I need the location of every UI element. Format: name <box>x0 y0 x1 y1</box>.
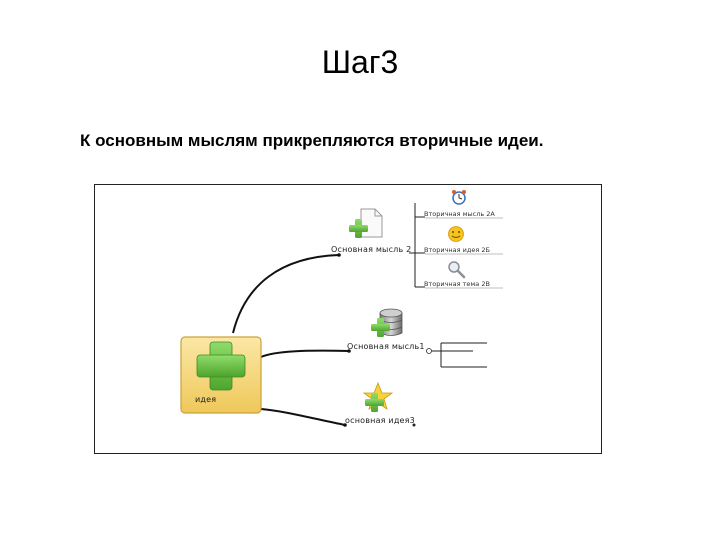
branch-line-2 <box>232 254 340 334</box>
plus-icon <box>349 219 368 238</box>
branch-line-1 <box>260 349 350 358</box>
plus-icon <box>371 318 390 337</box>
magnifier-icon <box>448 261 466 279</box>
mindmap-canvas <box>180 190 503 427</box>
main-thought-3-label[interactable]: основная идея3 <box>345 416 415 425</box>
secondary-idea-2b[interactable]: Вторичная идея 2Б <box>424 246 490 254</box>
branch-dot-3 <box>343 423 347 427</box>
document-icon <box>360 208 383 238</box>
mindmap-frame: идея Основная мысль 2 Основная мысль1 ос… <box>94 184 602 454</box>
branch-dot-2 <box>337 253 341 257</box>
plus-icon <box>196 341 246 391</box>
smiley-icon <box>448 226 464 242</box>
central-node[interactable] <box>180 336 262 414</box>
central-label[interactable]: идея <box>195 395 217 404</box>
branch-line-3 <box>260 408 346 426</box>
tree-connector <box>432 342 487 368</box>
node-connector <box>412 423 416 427</box>
slide-title: Шаг3 <box>321 44 399 80</box>
main-thought-1-label[interactable]: Основная мысль1 <box>347 342 425 351</box>
clock-icon <box>452 190 466 205</box>
branch-dot-1 <box>347 349 351 353</box>
plus-icon <box>365 393 384 412</box>
main-thought-2-label[interactable]: Основная мысль 2 <box>331 245 412 254</box>
node-connector <box>426 348 432 354</box>
secondary-idea-2a[interactable]: Вторичная мысль 2А <box>424 210 495 218</box>
secondary-idea-2c[interactable]: Вторичная тема 2В <box>424 280 490 288</box>
slide-subtitle: К основным мыслям прикрепляются вторичны… <box>80 131 544 150</box>
